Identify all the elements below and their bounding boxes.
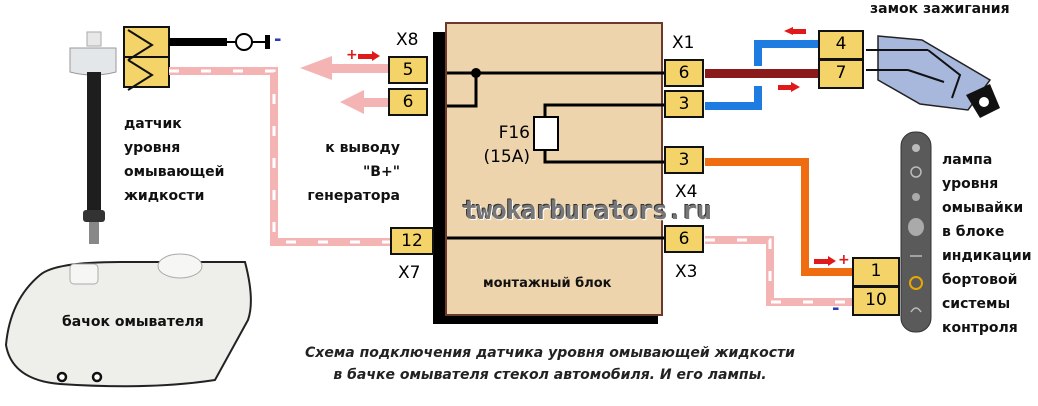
x8-pin-5: 5 xyxy=(388,56,428,84)
lamp-label-line: в блоке xyxy=(942,224,1005,240)
x1-pin-6: 6 xyxy=(664,59,704,87)
sensor-label: датчик уровня омывающей жидкости xyxy=(124,112,224,208)
generator-label-line: "В+" xyxy=(363,164,400,180)
ignition-wires xyxy=(705,27,820,110)
panel-arrow xyxy=(814,256,836,266)
ground-wire xyxy=(169,33,270,51)
mounting-block-shadow xyxy=(433,32,447,322)
lamp-label-line: уровня xyxy=(942,176,999,192)
sensor-label-line: уровня xyxy=(124,140,181,156)
lamp-label-line: лампа xyxy=(942,152,993,168)
lamp-label-line: системы xyxy=(942,296,1011,312)
washer-tank-icon xyxy=(4,253,252,388)
indicator-panel-icon xyxy=(900,131,932,333)
x8-pin-6: 6 xyxy=(388,88,428,116)
lamp-label: лампа уровня омывайки в блоке индикации … xyxy=(942,148,1032,340)
sensor-label-line: омывающей xyxy=(124,164,225,180)
fuse-rating: (15А) xyxy=(483,147,530,167)
lamp-label-line: индикации xyxy=(942,248,1032,264)
ignition-pin-4: 4 xyxy=(818,30,864,60)
fuse-name: F16 xyxy=(498,123,530,143)
panel-pin-1: 1 xyxy=(852,257,900,287)
connector-x8-label: X8 xyxy=(396,30,419,50)
x4-pin-3: 3 xyxy=(664,146,704,174)
generator-label: к выводу "В+" генератора xyxy=(300,136,400,208)
mounting-block xyxy=(445,22,663,316)
ignition-switch-label: замок зажигания xyxy=(870,1,1010,17)
connector-x1-label: X1 xyxy=(672,33,695,53)
minus-sign: - xyxy=(274,29,282,50)
minus-sign: - xyxy=(832,298,840,319)
sensor-label-line: датчик xyxy=(124,116,182,132)
generator-arrows xyxy=(300,51,390,114)
panel-pin-10: 10 xyxy=(852,286,900,316)
caption-line-1: Схема подключения датчика уровня омывающ… xyxy=(305,345,795,361)
watermark: twokarburators.ru xyxy=(462,196,712,226)
generator-label-line: генератора xyxy=(307,188,400,204)
connector-x3-label: X3 xyxy=(675,262,698,282)
x1-pin-3: 3 xyxy=(664,90,704,118)
caption-line-2: в бачке омывателя стекол автомобиля. И е… xyxy=(333,367,767,383)
generator-label-line: к выводу xyxy=(325,140,400,156)
diagram-caption: Схема подключения датчика уровня омывающ… xyxy=(300,342,800,386)
plus-sign: + xyxy=(346,47,358,63)
x3-pin-6: 6 xyxy=(664,225,704,253)
connector-x4-label: X4 xyxy=(675,182,698,202)
level-sensor-icon xyxy=(69,31,117,244)
wire-x4-to-panel xyxy=(705,158,860,276)
connector-x7-label: X7 xyxy=(398,263,421,283)
lamp-label-line: омывайки xyxy=(942,200,1024,216)
tank-label: бачок омывателя xyxy=(62,314,204,330)
mounting-block-label: монтажный блок xyxy=(483,276,612,291)
ignition-switch-icon xyxy=(866,35,1000,118)
mounting-block-shadow-bottom xyxy=(433,314,658,324)
sensor-connector xyxy=(123,26,170,91)
lamp-label-line: контроля xyxy=(942,320,1018,336)
ignition-pin-7: 7 xyxy=(818,59,864,89)
plus-sign: + xyxy=(838,252,850,268)
lamp-label-line: бортовой xyxy=(942,272,1018,288)
sensor-label-line: жидкости xyxy=(124,188,205,204)
x7-pin-12: 12 xyxy=(390,227,434,255)
wire-sensor-to-x7 xyxy=(169,67,392,246)
